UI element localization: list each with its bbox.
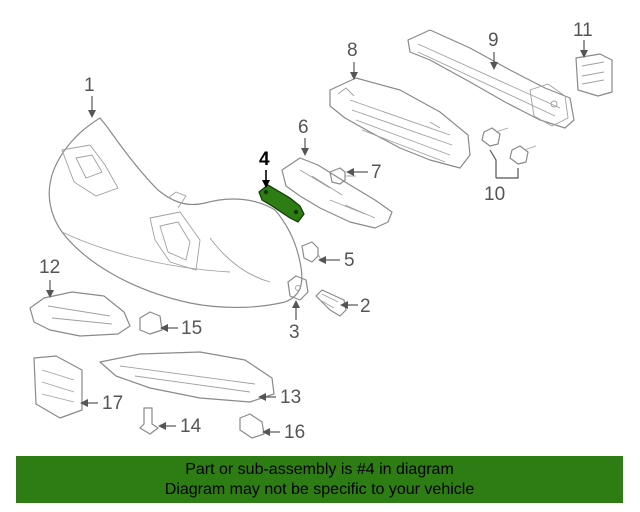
callout-1[interactable]: 1 [84, 75, 95, 96]
callout-7[interactable]: 7 [371, 162, 382, 183]
part-8-grille-support[interactable] [329, 77, 471, 169]
part-14-bolt[interactable] [139, 407, 159, 435]
callout-12[interactable]: 12 [39, 257, 61, 278]
part-11-bracket[interactable] [575, 53, 613, 97]
callout-6[interactable]: 6 [298, 117, 309, 138]
leader-lines [46, 40, 588, 436]
banner-line-1: Part or sub-assembly is #4 in diagram [185, 461, 454, 478]
part-9-reinforcement-beam[interactable] [407, 29, 575, 129]
diagram-drawing [29, 29, 613, 439]
callout-13[interactable]: 13 [280, 387, 302, 408]
callout-16[interactable]: 16 [284, 422, 306, 443]
part-3-bracket[interactable] [287, 275, 309, 301]
part-1-bumper-cover[interactable] [48, 117, 303, 308]
banner-line-2: Diagram may not be specific to your vehi… [164, 481, 475, 498]
part-17-license-bracket[interactable] [33, 355, 83, 419]
part-15-clip[interactable] [139, 311, 163, 335]
callout-5[interactable]: 5 [344, 250, 355, 271]
callout-4[interactable]: 4 [259, 149, 270, 170]
callout-8[interactable]: 8 [347, 40, 358, 61]
callout-14[interactable]: 14 [180, 416, 202, 437]
callout-2[interactable]: 2 [360, 296, 371, 317]
callout-17[interactable]: 17 [102, 393, 124, 414]
callout-3[interactable]: 3 [289, 322, 300, 343]
callout-15[interactable]: 15 [181, 318, 203, 339]
part-7-clip[interactable] [329, 167, 356, 185]
callout-11[interactable]: 11 [573, 20, 593, 41]
part-16-clip[interactable] [239, 413, 265, 439]
part-12-lower-cover[interactable] [29, 291, 131, 337]
info-banner: Part or sub-assembly is #4 in diagram Di… [16, 456, 623, 503]
part-6-retainer[interactable] [281, 157, 393, 229]
part-2-bolt[interactable] [315, 289, 347, 317]
part-10-bolts[interactable] [481, 127, 537, 165]
callout-9[interactable]: 9 [488, 30, 499, 51]
part-13-under-cover[interactable] [99, 351, 275, 403]
callout-10[interactable]: 10 [484, 184, 506, 205]
part-4-bracket-highlighted[interactable] [258, 184, 305, 223]
